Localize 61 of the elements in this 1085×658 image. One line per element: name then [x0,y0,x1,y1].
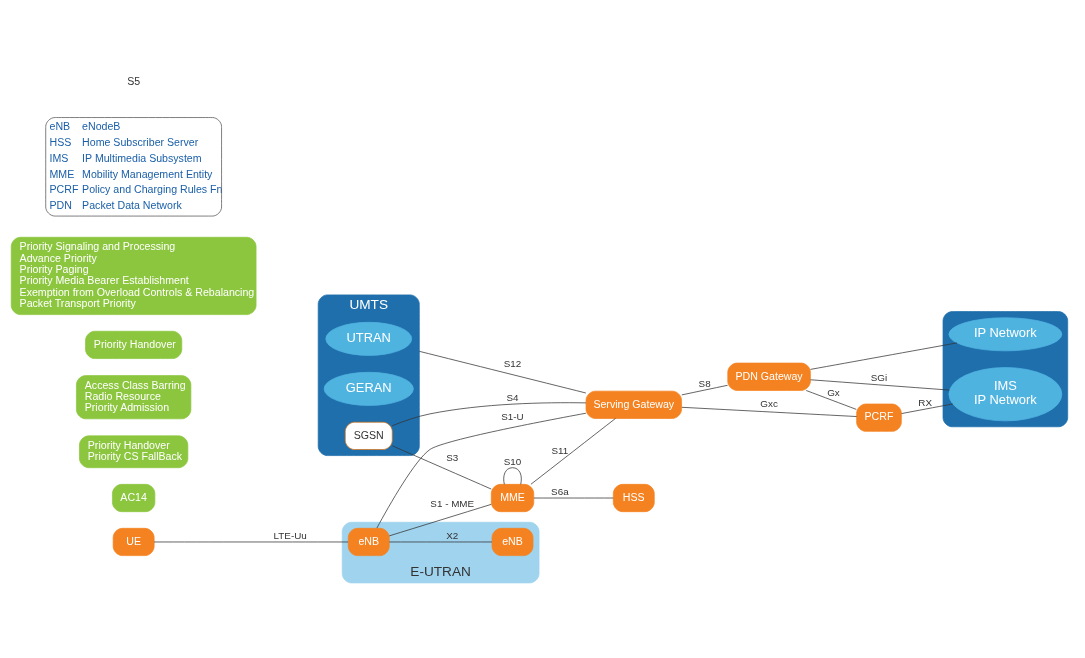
label: eNB [49,119,71,132]
connector [810,379,950,391]
edge-label: S11 [551,445,569,457]
node-ellipse: IMS IP Network [948,367,1063,422]
edge-label: Gx [827,387,840,398]
label: eNodeB [82,119,121,132]
node-box: UE [112,527,155,556]
edge-label: S10 [503,455,522,467]
label: Packet Data Network [82,199,182,212]
label: MME [49,167,75,180]
connector [681,384,728,396]
node-ellipse: GERAN [323,371,414,406]
edge-label: S3 [446,452,459,464]
connector [388,541,493,543]
node-box: AC14 [112,484,156,513]
edge-label: S8 [698,377,711,389]
connector [805,390,857,410]
edge-label: S1 - MME [430,497,475,509]
label: Home Subscriber Server [82,135,199,148]
connector [901,403,954,414]
label: Mobility Management Entity [82,167,213,180]
node-ellipse: UTRAN [325,321,413,356]
label: PCRF [49,183,79,196]
connector [392,445,492,490]
edge-label: S4 [506,391,519,403]
connector [418,350,587,394]
node-box: MME [490,484,535,513]
node-ellipse: IP Network [948,317,1063,352]
edge-label: S1-U [501,411,524,423]
edge-label: SGi [870,371,888,383]
cluster [942,311,1069,428]
edge-label: X2 [446,530,459,542]
connector [810,342,958,370]
label: PDN [49,199,72,212]
node-box: PDN Gateway [727,362,811,391]
connector [681,406,857,417]
edge-label: S6a [551,486,569,498]
node-box: SGSN [344,421,393,450]
label: IMS [49,151,69,164]
connector [391,402,587,427]
node-box: Priority Handover [85,330,183,359]
connector [376,412,587,529]
node-box: eNB [491,527,534,556]
edge-label: RX [918,396,933,408]
node-box: Priority Signaling and Processing Advance Priority Priority Paging Priority Media Bearer Establishment Exemption from Overload Controls & Rebalancing Packet Transport Priority [10,236,257,315]
connector [388,504,492,537]
node-box: Access Class Barring Radio Resource Priority Admission [76,375,192,420]
label: IP Multimedia Subsystem [82,151,202,164]
connector [503,467,522,485]
edge-label: Gxc [760,398,778,410]
label: Policy and Charging Rules Fn [82,183,223,196]
node-box: Priority Handover Priority CS FallBack [79,435,189,469]
node-box: PCRF [856,403,902,432]
edge-label: LTE-Uu [273,530,307,542]
node-box: HSS [612,484,655,513]
node-box: Serving Gateway [585,390,682,419]
connector [530,418,616,485]
label: HSS [49,135,72,148]
label: S5 [127,75,141,88]
edge-label: S12 [503,358,522,370]
node-box: eNB [347,527,390,556]
